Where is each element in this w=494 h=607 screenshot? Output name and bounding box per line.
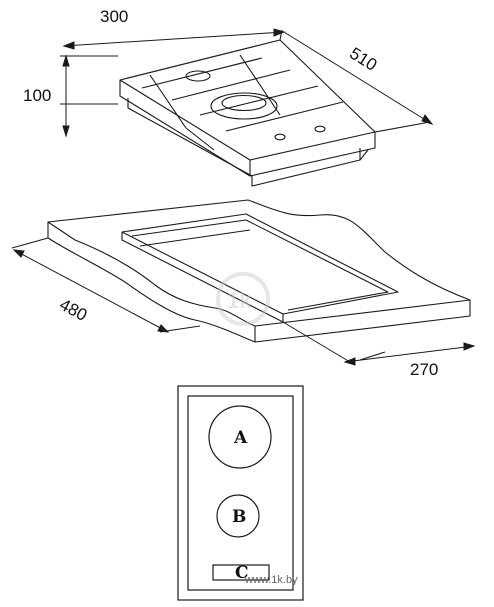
dim-270-label: 270 (410, 360, 438, 379)
dim-510-label: 510 (346, 44, 380, 75)
cooking-zone-a (208, 405, 272, 469)
countertop-front-edge (47, 222, 471, 343)
hob-body (127, 98, 361, 187)
dim-100-label: 100 (23, 86, 51, 105)
countertop-cutout (121, 213, 399, 315)
hob-top-view (177, 385, 304, 601)
hob-large-burner (210, 92, 278, 120)
countertop-drawing (11, 199, 471, 361)
countertop-top (47, 199, 471, 327)
svg-text:1k: 1k (227, 288, 252, 313)
zone-b-label: B (232, 507, 246, 527)
hob-surface-grid (141, 54, 344, 151)
control-panel-c (212, 564, 270, 581)
zone-c-label: C (235, 563, 249, 583)
cooking-zone-b (216, 494, 260, 538)
watermark-logo: 1k (216, 272, 270, 326)
hob-top-view-frame (177, 385, 304, 601)
watermark-text: www.1k.by (244, 574, 298, 586)
hob-control-knob-right (314, 125, 326, 133)
cutout-dimension-lines (12, 249, 476, 366)
dim-300-label: 300 (100, 7, 128, 26)
hob-control-knob-left (274, 133, 286, 141)
hob-small-burner (185, 70, 211, 82)
dim-480-label: 480 (56, 295, 90, 325)
zone-a-label: A (233, 428, 248, 448)
hob-perspective-drawing (60, 29, 431, 187)
hob-dimension-lines (62, 28, 434, 138)
hob-top-surface (119, 39, 376, 161)
hob-top-view-glass (187, 395, 294, 591)
